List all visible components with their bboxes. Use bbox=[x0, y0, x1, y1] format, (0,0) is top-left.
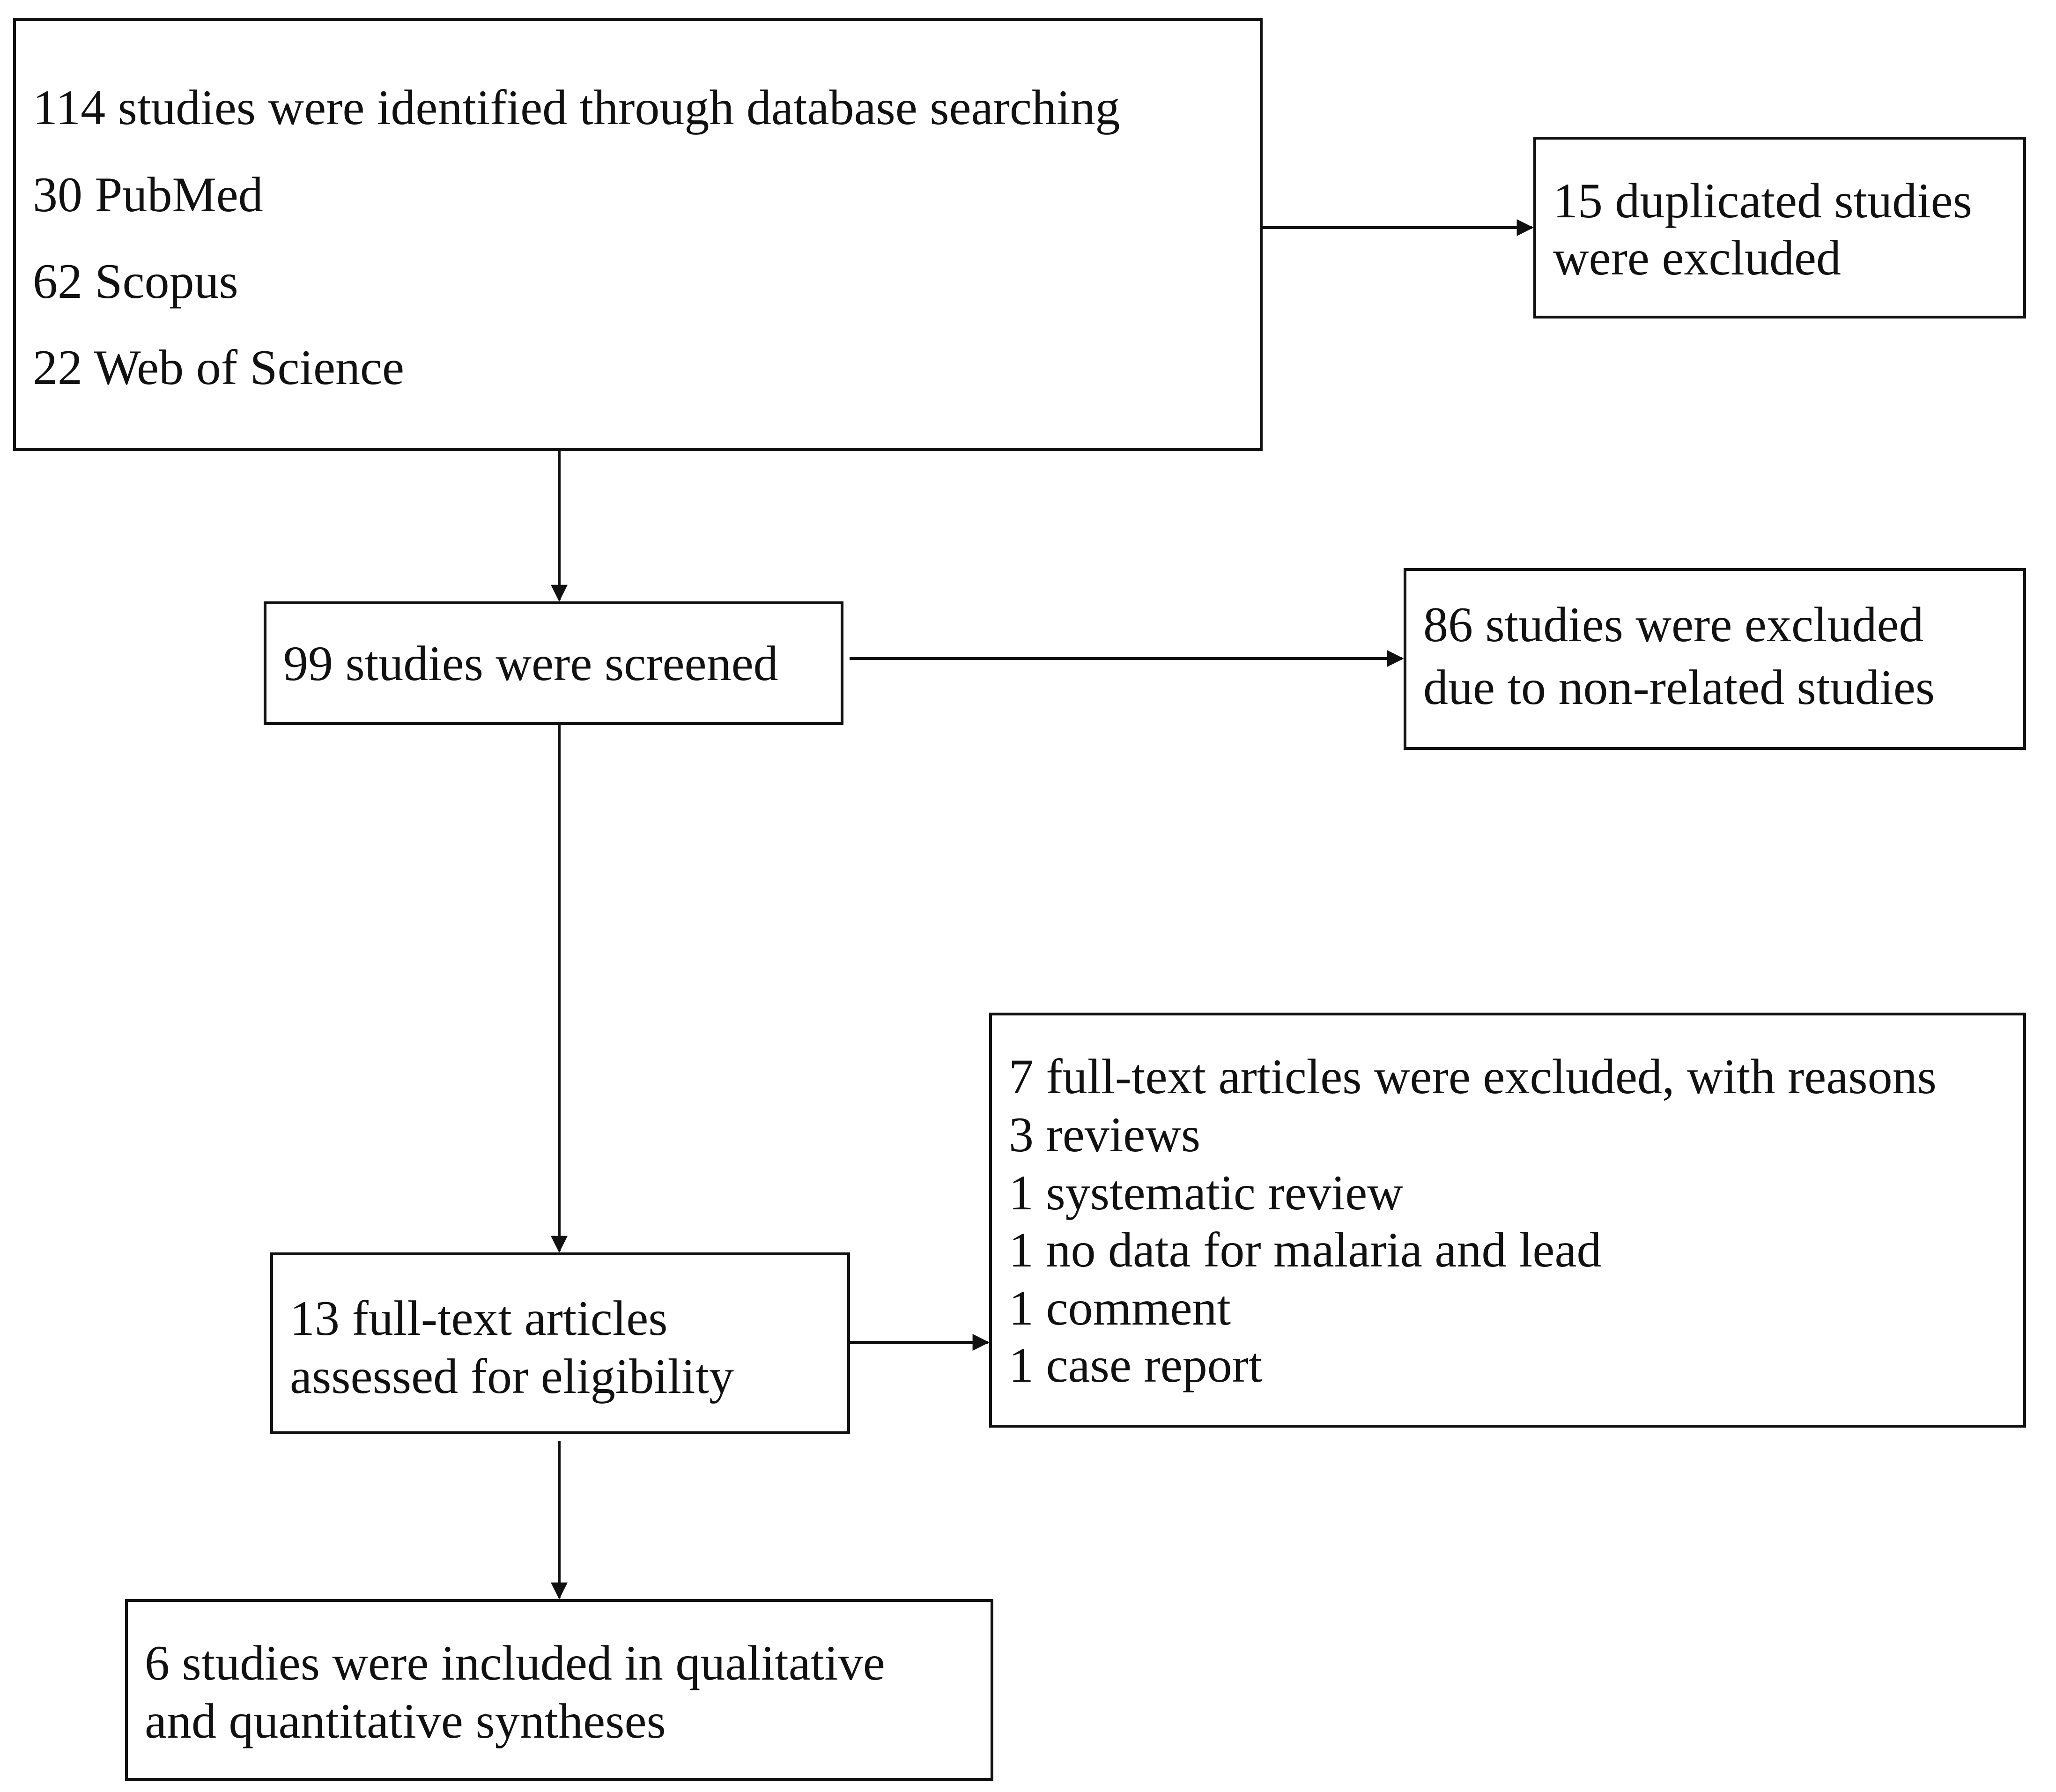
identification-box: 114 studies were identified through data… bbox=[13, 18, 1263, 451]
fulltext-excluded-systematic-review: 1 systematic review bbox=[1009, 1165, 1403, 1220]
fulltext-excluded-box: 7 full-text articles were excluded, with… bbox=[989, 1013, 2026, 1428]
duplicates-line-2: were excluded bbox=[1553, 230, 1842, 285]
screened-line-1: 99 studies were screened bbox=[283, 636, 778, 691]
eligibility-line-2: assessed for eligibility bbox=[290, 1349, 734, 1404]
identification-total: 114 studies were identified through data… bbox=[33, 80, 1120, 135]
fulltext-excluded-comment: 1 comment bbox=[1009, 1281, 1231, 1335]
eligibility-line-1: 13 full-text articles bbox=[290, 1291, 668, 1346]
identification-web-of-science: 22 Web of Science bbox=[33, 340, 405, 395]
unrelated-line-2: due to non-related studies bbox=[1423, 660, 1935, 715]
included-line-2: and quantitative syntheses bbox=[145, 1694, 666, 1748]
fulltext-excluded-case-report: 1 case report bbox=[1009, 1338, 1263, 1392]
included-box: 6 studies were included in qualitative a… bbox=[125, 1599, 993, 1781]
fulltext-excluded-no-data: 1 no data for malaria and lead bbox=[1009, 1222, 1602, 1277]
duplicates-excluded-box: 15 duplicated studies were excluded bbox=[1533, 137, 2026, 318]
unrelated-excluded-box: 86 studies were excluded due to non-rela… bbox=[1404, 568, 2026, 750]
screened-box: 99 studies were screened bbox=[264, 601, 843, 725]
duplicates-line-1: 15 duplicated studies bbox=[1553, 173, 1972, 228]
identification-pubmed: 30 PubMed bbox=[33, 167, 263, 222]
unrelated-line-1: 86 studies were excluded bbox=[1423, 597, 1924, 652]
eligibility-box: 13 full-text articles assessed for eligi… bbox=[270, 1252, 850, 1434]
included-line-1: 6 studies were included in qualitative bbox=[145, 1636, 885, 1690]
fulltext-excluded-reviews: 3 reviews bbox=[1009, 1107, 1201, 1162]
fulltext-excluded-total: 7 full-text articles were excluded, with… bbox=[1009, 1049, 1937, 1104]
identification-scopus: 62 Scopus bbox=[33, 254, 238, 309]
